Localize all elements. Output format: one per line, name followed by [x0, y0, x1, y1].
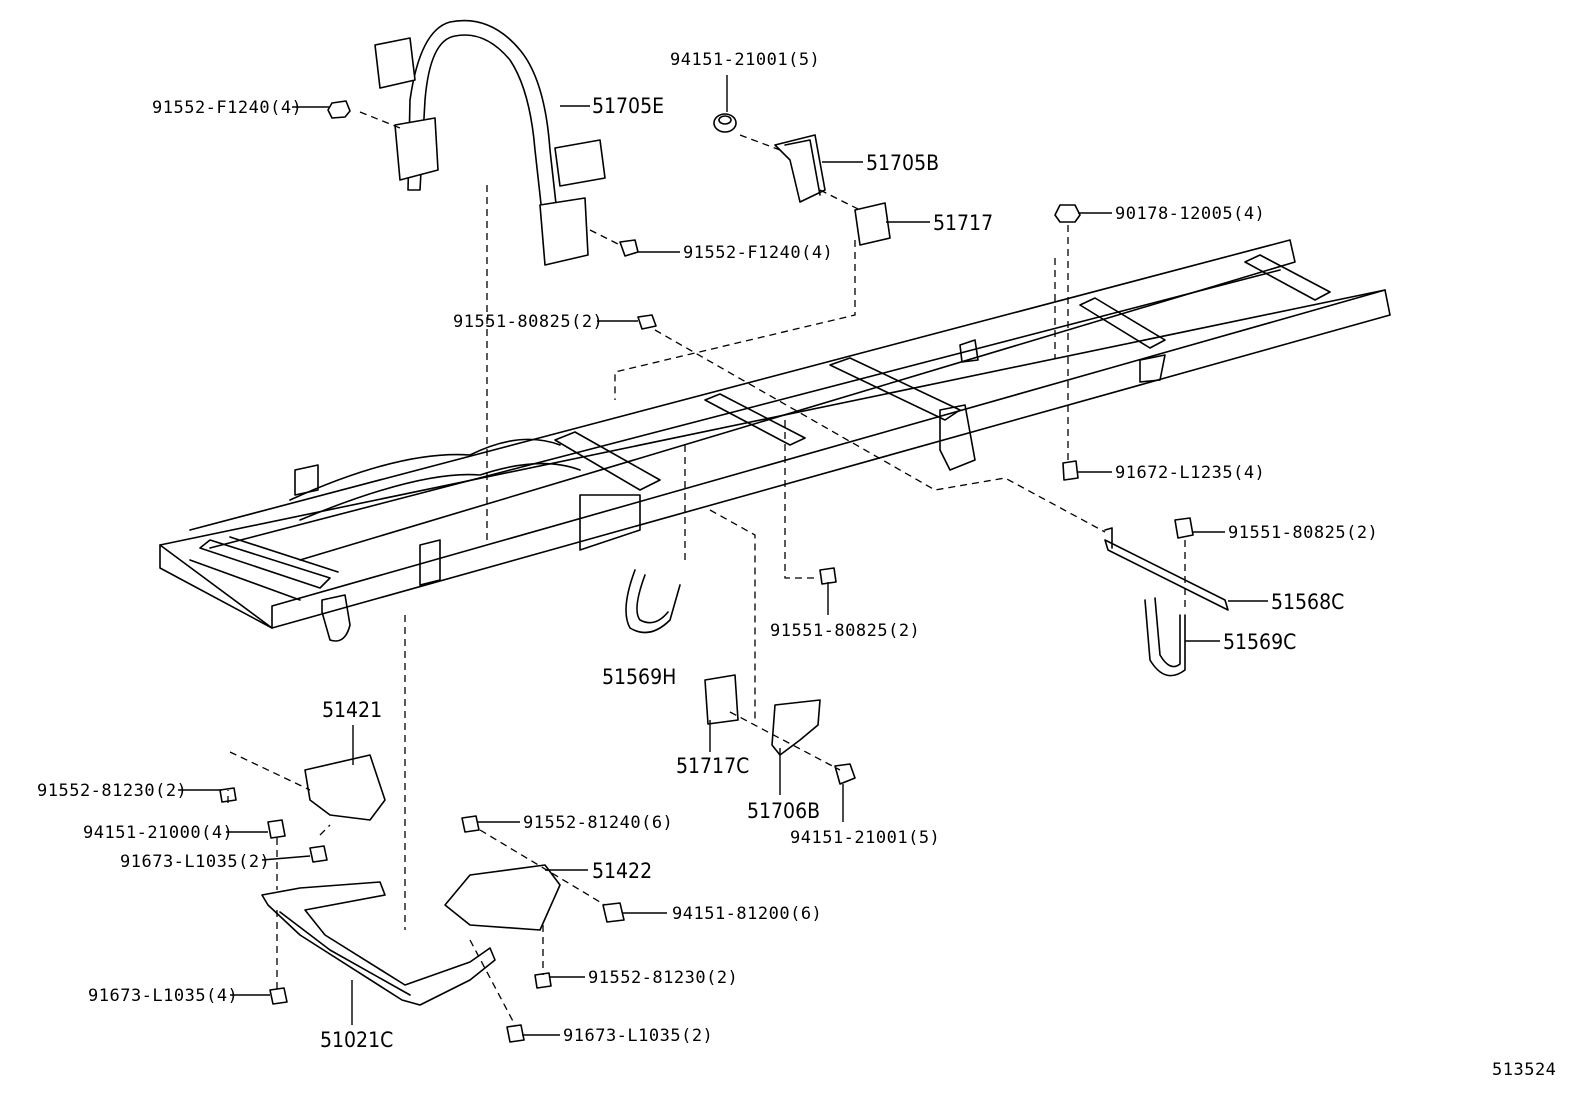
label-bolt-right-frame[interactable]: 91672-L1235(4) [1115, 463, 1265, 483]
label-bracket-568c[interactable]: 51568C [1271, 590, 1344, 614]
mount-51422 [444, 864, 561, 931]
clip-51717C [704, 674, 739, 725]
label-nut-upper-right[interactable]: 90178-12005(4) [1115, 204, 1265, 224]
label-clip-17[interactable]: 51717 [933, 211, 993, 235]
arch-bracket-51705E [374, 19, 606, 266]
label-bracket-b[interactable]: 51705B [866, 151, 939, 175]
washer-upper-part [713, 113, 737, 133]
label-washer-upper[interactable]: 94151-21001(5) [670, 50, 820, 70]
label-bolt-right[interactable]: 91551-80825(2) [1228, 523, 1378, 543]
label-bolt-81230-left[interactable]: 91552-81230(2) [37, 781, 187, 801]
label-mount-421[interactable]: 51421 [322, 698, 382, 722]
part-labels: 91552-F1240(4) 51705E 94151-21001(5) 517… [37, 50, 1556, 1080]
label-bolt-81240[interactable]: 91552-81240(6) [523, 813, 673, 833]
label-washer-lower[interactable]: 94151-21001(5) [790, 828, 940, 848]
label-bolt-l1035-bottom[interactable]: 91673-L1035(4) [88, 986, 238, 1006]
bracket-51705B [774, 134, 826, 203]
mount-51421 [304, 754, 386, 821]
label-clamp-569c[interactable]: 51569C [1223, 630, 1296, 654]
label-bolt-l1035-left[interactable]: 91673-L1035(2) [120, 852, 270, 872]
nut-upper-right-part [1054, 204, 1081, 223]
bracket-51706B [771, 699, 821, 756]
label-bracket-706b[interactable]: 51706B [747, 799, 820, 823]
label-clamp-569h[interactable]: 51569H [602, 665, 676, 689]
label-bolt-81230-right[interactable]: 91552-81230(2) [588, 968, 738, 988]
clamp-51569C [1144, 597, 1186, 677]
dashed-guides [227, 111, 1186, 1026]
label-nut-21000[interactable]: 94151-21000(4) [83, 823, 233, 843]
clamp-51569H [625, 569, 681, 634]
label-mount-422[interactable]: 51422 [592, 859, 652, 883]
label-arch-bracket[interactable]: 51705E [592, 94, 664, 118]
label-bolt-arch-lower[interactable]: 91552-F1240(4) [683, 243, 833, 263]
label-clip-717c[interactable]: 51717C [676, 754, 749, 778]
clip-51717 [854, 202, 891, 246]
label-bolt-center[interactable]: 91551-80825(2) [770, 621, 920, 641]
label-bolt-l1035-lower[interactable]: 91673-L1035(2) [563, 1026, 713, 1046]
label-crossmember[interactable]: 51021C [320, 1028, 393, 1052]
label-bolt-left-upper[interactable]: 91552-F1240(4) [152, 98, 302, 118]
diagram-id: 513524 [1492, 1060, 1556, 1080]
crossmember-51021C [261, 881, 496, 1006]
label-nut-81200[interactable]: 94151-81200(6) [672, 904, 822, 924]
leader-lines [178, 75, 1268, 1036]
label-bolt-mid[interactable]: 91551-80825(2) [453, 312, 603, 332]
frame-assembly [159, 239, 1391, 642]
bracket-51568C [1104, 527, 1229, 611]
bolt-shapes [219, 100, 1194, 1043]
